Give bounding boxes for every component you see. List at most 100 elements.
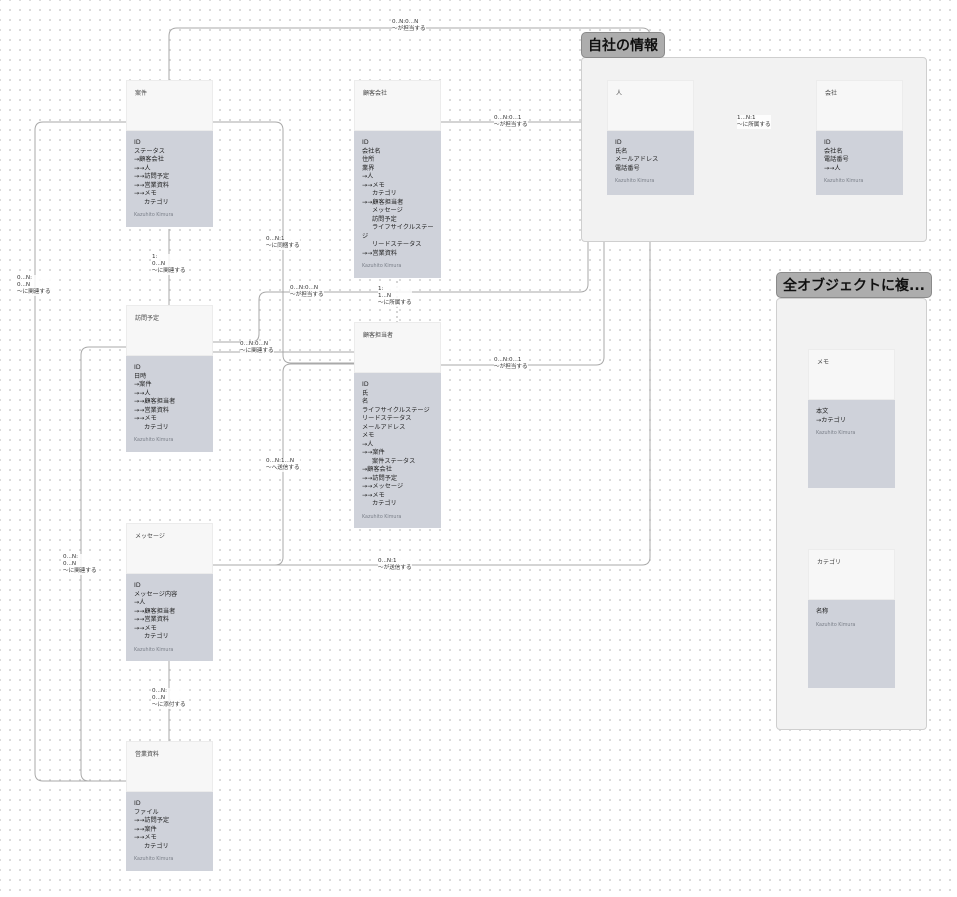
entity-field: ライフサイクルステージ	[362, 406, 430, 414]
author-label: Kazuhito Kimura	[816, 431, 856, 436]
relation-label[interactable]: 0...N: 0...N〜に添付する	[152, 688, 186, 709]
entity-field: ID	[824, 139, 831, 146]
entity-field: ID	[615, 139, 622, 146]
relation-verb: 〜に添付する	[152, 702, 186, 708]
entity-field: ID	[362, 381, 369, 388]
entity-field: →→メモ	[362, 491, 385, 499]
entity-title: メッセージ	[126, 523, 213, 574]
relation-label[interactable]: 1...N:1〜に所属する	[737, 115, 771, 129]
entity-field: →→営業資料	[134, 181, 170, 189]
entity-field: ID	[134, 582, 141, 589]
entity-field: →→メモ	[134, 415, 157, 422]
entity-field: 電話番号	[824, 156, 849, 163]
relation-cardinality: 1: 1...N	[378, 286, 392, 299]
relation-verb: 〜に関連する	[63, 568, 97, 574]
author-label: Kazuhito Kimura	[134, 213, 174, 218]
author-label: Kazuhito Kimura	[824, 179, 864, 184]
relation-label[interactable]: 0...N:0...N〜が担当する	[290, 285, 324, 299]
relation-label[interactable]: 0...N:0...1〜が担当する	[494, 115, 528, 129]
group-title-all-objects[interactable]: 全オブジェクトに複...	[776, 272, 932, 298]
entity-field: →→営業資料	[362, 249, 398, 257]
relation-cardinality: 0...N: 0...N	[152, 688, 167, 701]
relation-line	[168, 27, 651, 80]
entity-field: →→メモ	[134, 624, 157, 632]
relation-label[interactable]: 0...N:0...N〜に関連する	[240, 341, 274, 355]
relation-label[interactable]: 0..N:0...N〜が担当する	[392, 19, 426, 33]
relation-cardinality: 1...N:1	[737, 115, 756, 121]
entity-field: 氏名	[615, 147, 628, 155]
entity-field: →顧客会社	[134, 156, 164, 163]
entity-field: 案件ステータス	[372, 457, 416, 465]
entity-field: カテゴリ	[144, 842, 169, 850]
relation-cardinality: 0..N:0...N	[392, 19, 419, 25]
relation-label[interactable]: 1: 1...N〜に所属する	[378, 286, 412, 307]
entity-title: 人	[607, 80, 694, 131]
entity-field: ステータス	[134, 147, 165, 155]
author-label: Kazuhito Kimura	[134, 857, 174, 862]
entity-field: 名称	[816, 608, 829, 615]
entity-field: ID	[134, 139, 141, 146]
relation-label[interactable]: 0...N: 0...N〜に関連する	[17, 275, 51, 296]
relation-cardinality: 0...N: 0...N	[63, 554, 78, 567]
relation-label[interactable]: 0...N: 0...N〜に関連する	[63, 554, 97, 575]
entity-title: 訪問予定	[126, 305, 213, 356]
entity-field: ライフサイクルステー	[372, 224, 434, 231]
relation-verb: 〜に同梱する	[266, 243, 300, 249]
entity-field: ID	[134, 800, 141, 807]
relation-cardinality: 0...N:0...N	[240, 341, 269, 347]
relation-verb: 〜が担当する	[494, 364, 528, 370]
relation-verb: 〜に所属する	[737, 122, 771, 128]
entity-field: 電話番号	[615, 164, 640, 172]
relation-label[interactable]: 0...N:0...1〜が担当する	[494, 357, 528, 371]
entity-field: リードステータス	[372, 241, 422, 248]
relation-cardinality: 0...N: 0...N	[17, 275, 32, 288]
entity-field: →→顧客担当者	[134, 398, 176, 405]
entity-title: 顧客会社	[354, 80, 441, 131]
entity-field: ファイル	[134, 808, 159, 816]
entity-field: →→メモ	[134, 834, 157, 841]
relation-label[interactable]: 1: 0...N〜に関連する	[152, 254, 186, 275]
author-label: Kazuhito Kimura	[134, 438, 174, 443]
entity-title: 営業資料	[126, 741, 213, 792]
entity-field: →人	[134, 599, 146, 606]
group-title-own-company[interactable]: 自社の情報	[581, 32, 665, 58]
author-label: Kazuhito Kimura	[362, 264, 402, 269]
entity-field: 住所	[362, 156, 375, 163]
entity-field: →→案件	[134, 825, 157, 833]
relation-cardinality: 0...N:0...N	[290, 285, 319, 291]
entity-title: 顧客担当者	[354, 322, 441, 373]
relation-label[interactable]: 0...N:1...N〜へ送信する	[266, 458, 300, 472]
relation-verb: 〜が担当する	[494, 122, 528, 128]
relation-label[interactable]: 0...N:1〜が送信する	[378, 558, 412, 572]
entity-field: メールアドレス	[362, 423, 406, 431]
entity-field: リードステータス	[362, 415, 412, 422]
entity-field: カテゴリ	[372, 500, 397, 507]
entity-field: →人	[362, 440, 374, 448]
entity-title: カテゴリ	[808, 549, 895, 600]
entity-field: カテゴリ	[372, 190, 397, 197]
entity-title: 会社	[816, 80, 903, 131]
entity-field: メモ	[362, 432, 375, 439]
relation-line	[212, 218, 651, 566]
relation-cardinality: 1: 0...N	[152, 254, 166, 267]
relation-verb: 〜が担当する	[290, 292, 324, 298]
relation-label[interactable]: 0...N:1〜に同梱する	[266, 236, 300, 250]
entity-field: →→訪問予定	[134, 817, 170, 824]
